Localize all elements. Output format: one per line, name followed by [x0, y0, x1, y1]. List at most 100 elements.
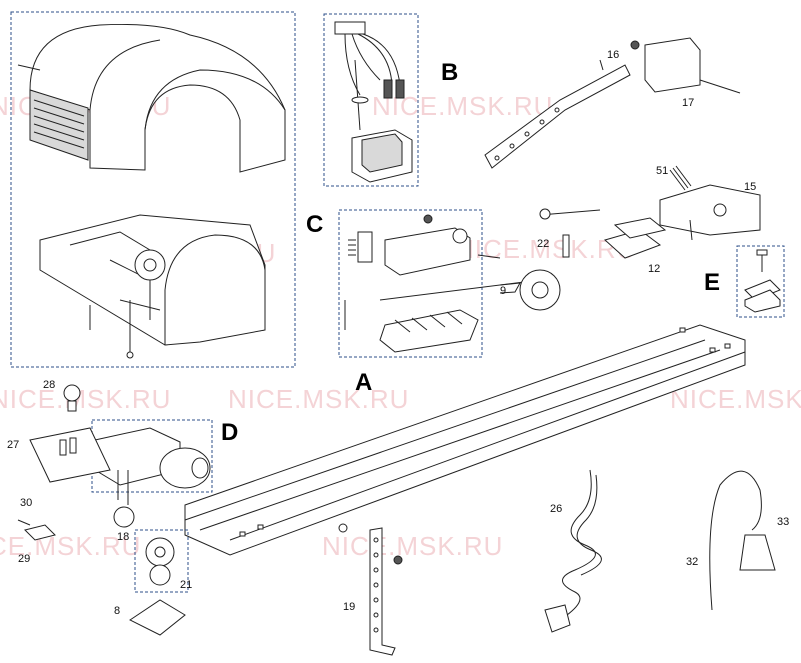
bracket-15-screw — [689, 219, 693, 241]
transformer-screw — [354, 59, 361, 131]
watermark-7: NICE.MSK.RU — [0, 384, 171, 414]
motor-shaft — [117, 470, 129, 505]
cover-8 — [129, 599, 186, 636]
group-b-frame — [323, 13, 419, 187]
part-29-30-connector: 30 29 — [17, 497, 56, 565]
transformer-wires — [344, 33, 401, 96]
group-d-motor: D — [91, 419, 238, 528]
cord-handle — [739, 534, 776, 571]
bracket-plate-17 — [644, 37, 701, 93]
num-19: 19 — [343, 601, 355, 613]
motor-endcap — [191, 457, 209, 479]
power-cable-2 — [576, 474, 602, 576]
part-15-bracket: 15 51 12 22 — [537, 165, 761, 275]
bracket-bolt — [699, 79, 741, 94]
bracket-19-nut — [393, 555, 403, 565]
part-9-sprocket: 9 — [499, 269, 561, 311]
group-e: E — [704, 245, 785, 318]
num-12: 12 — [648, 263, 660, 275]
rail-slot-3 — [679, 327, 686, 333]
watermark-5: NICE.MSK.RU — [228, 384, 409, 414]
num-26: 26 — [550, 503, 562, 515]
carriage-nut — [423, 214, 433, 224]
bracket-15 — [659, 184, 761, 236]
part-27-board: 27 28 — [7, 379, 111, 483]
carriage-wheel — [452, 228, 468, 244]
base-screws — [89, 300, 131, 355]
cover-ribs — [89, 39, 286, 131]
num-28: 28 — [43, 379, 55, 391]
plate-12-upper — [613, 217, 667, 239]
part-32-33-cord: 33 32 — [686, 470, 789, 611]
sprocket-21 — [149, 564, 171, 586]
label-a: A — [355, 369, 372, 396]
hole-7 — [373, 627, 379, 633]
label-c: C — [306, 211, 323, 238]
pin-22 — [562, 234, 570, 258]
label-d: D — [221, 419, 238, 446]
bracket-nut — [630, 40, 640, 50]
num-8: 8 — [114, 605, 120, 617]
leader-16 — [599, 59, 604, 71]
connector — [334, 21, 366, 35]
board-component-2 — [69, 437, 77, 454]
rail-slot-1 — [239, 531, 246, 537]
wire-terminal-2 — [395, 79, 405, 99]
part-16-17-bracket: 16 17 — [484, 37, 741, 169]
vent-lines — [33, 99, 85, 149]
group-a-carriage: A — [338, 209, 541, 396]
watermark-6: NICE.MSK.RU — [670, 384, 801, 414]
num-29: 29 — [18, 553, 30, 565]
carriage-slide — [379, 309, 479, 353]
carriage-top — [384, 227, 471, 276]
watermark-8: NICE.MSK.RU — [322, 531, 503, 561]
arm-hole-4 — [539, 119, 545, 125]
bracket-arm-16 — [484, 64, 631, 169]
washer — [351, 96, 369, 104]
e-bolt-head — [756, 249, 768, 256]
num-22: 22 — [537, 238, 549, 250]
sprocket-9-hub — [531, 281, 549, 299]
motor-flange — [113, 506, 135, 528]
part-18-21-sprocket: 18 21 8 — [114, 529, 192, 636]
group-c-cover: C — [10, 11, 323, 368]
transformer-core — [361, 133, 403, 173]
num-30: 30 — [20, 497, 32, 509]
watermark-9: NICE.MSK.RU — [0, 531, 141, 561]
rail-edges — [184, 339, 746, 541]
rail — [184, 324, 746, 556]
lower-cover — [164, 234, 266, 346]
part-26-cable: 26 — [544, 469, 602, 633]
group-c-frame — [10, 11, 296, 368]
hole-3 — [373, 567, 379, 573]
sprocket-frame — [134, 529, 189, 593]
release-handle — [357, 231, 373, 263]
release-cord — [709, 470, 762, 611]
num-33: 33 — [777, 516, 789, 528]
label-b: B — [441, 59, 458, 86]
num-18: 18 — [117, 531, 129, 543]
arm-hole-2 — [509, 143, 515, 149]
sprocket-9-chain — [499, 282, 521, 294]
group-e-frame — [736, 245, 785, 318]
arm-hole-5 — [554, 107, 560, 113]
hole-4 — [373, 582, 379, 588]
hole-5 — [373, 597, 379, 603]
connector-29 — [24, 524, 56, 541]
wire-terminal-1 — [383, 79, 393, 99]
watermark-3: NICE.MSK.RU — [455, 234, 636, 264]
hole-2 — [373, 552, 379, 558]
hole-6 — [373, 612, 379, 618]
group-a-frame — [338, 209, 483, 358]
rail-body — [184, 324, 746, 556]
sprocket-18-hub — [154, 546, 166, 558]
arm-hole-3 — [524, 131, 530, 137]
part-19-bracket: 19 — [338, 523, 403, 656]
circuit-board — [29, 427, 111, 483]
hole-1 — [373, 537, 379, 543]
base-screw-head — [126, 351, 134, 359]
slide-teeth — [394, 311, 463, 333]
e-clamp-bottom — [744, 289, 781, 313]
bulb-28-base — [67, 400, 77, 412]
